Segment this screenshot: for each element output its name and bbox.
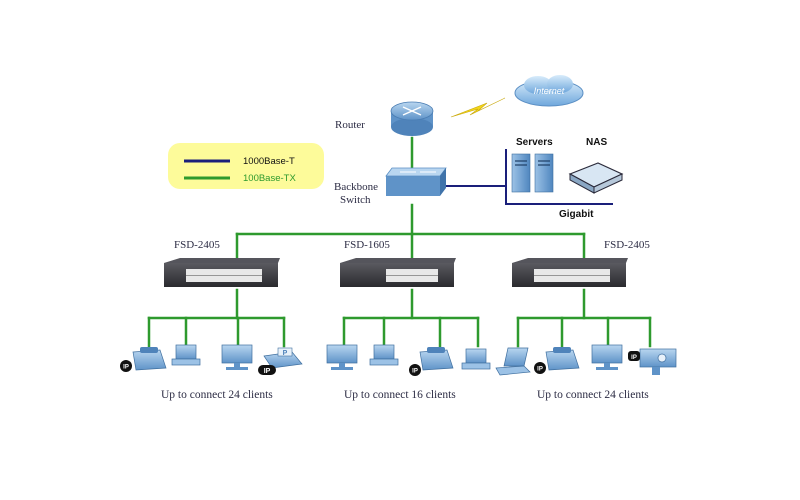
ip-camera-icon: IP (628, 348, 677, 375)
links (147, 136, 652, 348)
ip-badge: IP (631, 355, 637, 361)
switch-model-label: FSD-2405 (604, 239, 650, 251)
ip-phone-icon: IP (534, 347, 580, 374)
ip-badge: IP (412, 369, 418, 375)
client-caption: Up to connect 16 clients (344, 389, 456, 401)
ip-badge: IP (537, 367, 543, 373)
client-caption: Up to connect 24 clients (537, 389, 649, 401)
monitor-icon (221, 344, 253, 370)
internet-cloud: Internet (514, 75, 584, 107)
legend-label-100base-tx: 100Base-TX (243, 173, 296, 184)
client-caption: Up to connect 24 clients (161, 389, 273, 401)
lightning-icon (450, 97, 506, 118)
desktop-icon (171, 344, 201, 366)
servers: Servers (511, 137, 554, 193)
switch-top (512, 258, 628, 263)
ip-badge: IP (123, 365, 129, 371)
ip-phone-icon: IP (409, 347, 454, 376)
nas: NAS (568, 137, 624, 194)
desktop-icon (461, 348, 491, 370)
server-icon (534, 153, 554, 193)
router: Router (335, 101, 434, 136)
access-switch-3: FSD-2405 (512, 239, 650, 287)
switch-model-label: FSD-1605 (344, 239, 390, 251)
ip-printer-icon: P IP (258, 347, 303, 375)
internet-label: Internet (534, 86, 565, 96)
legend-label-1000base-t: 1000Base-T (243, 156, 295, 167)
backbone-side (440, 168, 446, 196)
access-switch-2: FSD-1605 (340, 239, 456, 287)
ip-phone-icon: IP (120, 347, 167, 372)
backbone-label-line2: Switch (340, 194, 371, 206)
switch-top (164, 258, 280, 263)
legend: 1000Base-T 100Base-TX (168, 143, 324, 189)
switch-top (340, 258, 456, 263)
gigabit-label: Gigabit (559, 209, 594, 220)
cloud-puff-left (524, 76, 552, 94)
router-base (391, 118, 433, 136)
svg-text:P: P (283, 350, 288, 357)
ip-badge: IP (264, 368, 271, 375)
nas-icon (568, 162, 624, 194)
access-switch-1: FSD-2405 (164, 239, 280, 287)
backbone-label-line1: Backbone (334, 181, 378, 193)
desktop-icon (369, 344, 399, 366)
laptop-icon (495, 347, 531, 376)
client-group-1: IP P IP Up to connect 24 clients (120, 344, 303, 401)
cloud-puff-right (547, 75, 573, 93)
nas-label: NAS (586, 137, 607, 148)
monitor-icon (591, 344, 623, 370)
client-group-2: IP Up to connect 16 clients (326, 344, 491, 401)
monitor-icon (326, 344, 358, 370)
server-icon (511, 153, 531, 193)
router-arrows-icon (402, 106, 422, 116)
switch-model-label: FSD-2405 (174, 239, 220, 251)
servers-label: Servers (516, 137, 553, 148)
router-label: Router (335, 119, 365, 131)
backbone-switch: Backbone Switch (334, 167, 447, 206)
client-group-3: IP IP Up to connect 24 clients (495, 344, 677, 401)
backbone-body (386, 176, 440, 196)
